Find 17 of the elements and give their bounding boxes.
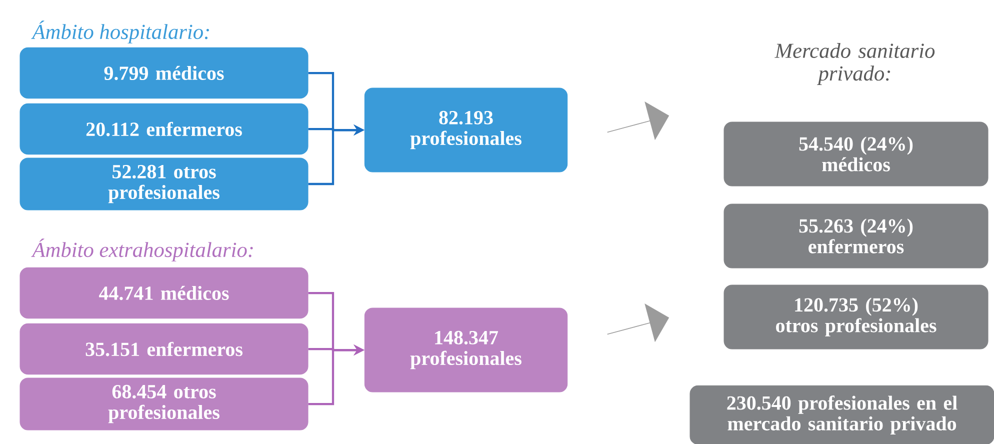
section-heading: Mercado sanitario privado: — [774, 43, 935, 85]
section-heading: Ámbito hospitalario: — [31, 20, 209, 44]
count-box: 148.347 profesionales — [364, 308, 568, 392]
count-box: 20.112 enfermeros — [20, 103, 308, 155]
count-box: 52.281 otros profesionales — [20, 158, 308, 210]
count-box: 82.193 profesionales — [364, 88, 568, 172]
count-box: 55.263 (24%) enfermeros — [724, 204, 988, 268]
section-heading: Ámbito extrahospitalario: — [31, 238, 253, 262]
block-arrow — [607, 102, 670, 140]
count-box: 230.540 profesionales en el mercado sanitario privado — [690, 385, 994, 444]
count-box: 9.799 médicos — [20, 47, 308, 99]
count-box: 54.540 (24%) médicos — [724, 122, 988, 186]
block-arrow — [607, 304, 670, 342]
count-box: 35.151 enfermeros — [20, 323, 308, 375]
count-box: 120.735 (52%) otros profesionales — [724, 284, 988, 350]
count-box: 44.741 médicos — [20, 267, 308, 319]
count-box: 68.454 otros profesionales — [20, 378, 308, 430]
